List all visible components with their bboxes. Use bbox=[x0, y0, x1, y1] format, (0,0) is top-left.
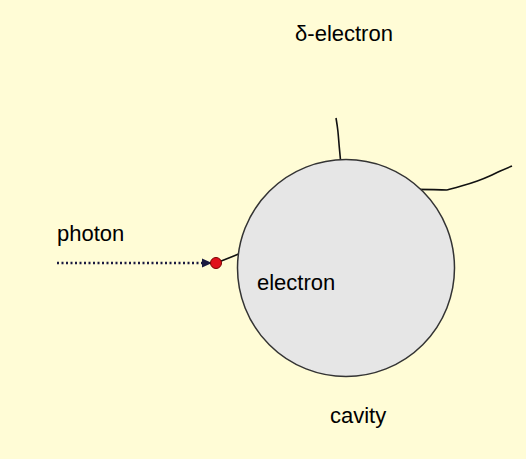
photon-arrowhead bbox=[202, 259, 212, 268]
annotation-label: photon bbox=[57, 222, 124, 246]
circle-outline bbox=[236, 158, 456, 378]
annotation-label: cavity bbox=[330, 404, 386, 428]
photon-path bbox=[57, 262, 204, 265]
particle-label: electron bbox=[257, 271, 335, 295]
cavity-circle: electron bbox=[236, 158, 456, 378]
cavity-outline bbox=[238, 160, 455, 377]
annotation-label: δ-electron bbox=[295, 22, 393, 46]
particle-track bbox=[447, 166, 512, 190]
interaction-point bbox=[211, 258, 222, 269]
